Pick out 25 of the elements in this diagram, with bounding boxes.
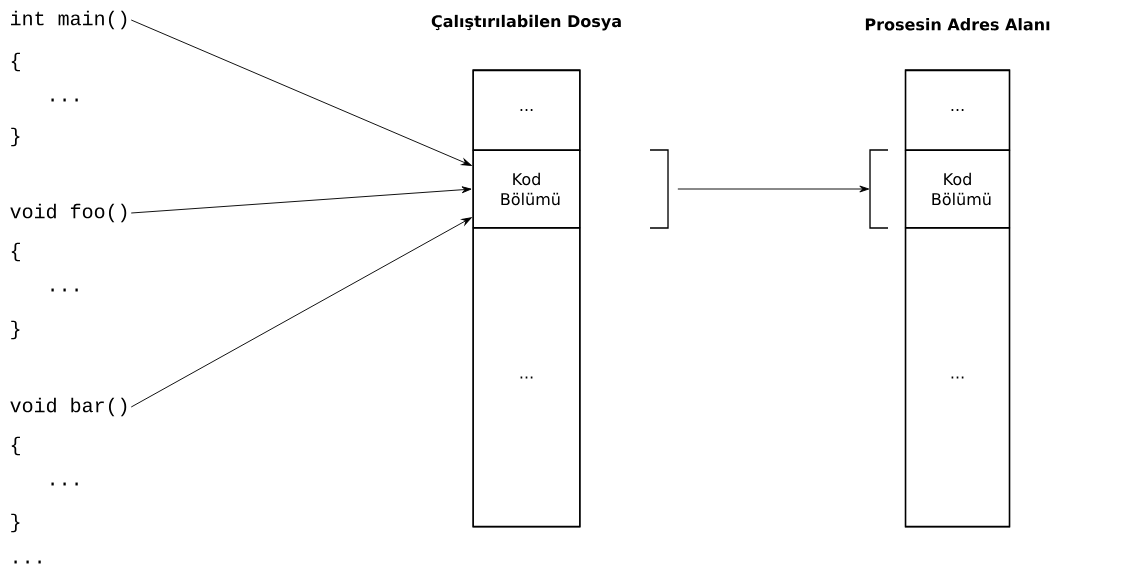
node-label: Çalıştırılabilen Dosya [431, 14, 621, 31]
arrow [677, 185, 870, 193]
memory-section: ... [904, 69, 1011, 151]
memory-section: ... [904, 227, 1011, 528]
arrow [130, 186, 472, 214]
arrow [130, 217, 472, 408]
memory-section: Kod Bölümü [869, 149, 1011, 229]
code-line: } [11, 513, 20, 533]
code-line: ... [51, 98, 78, 102]
function-signature: void foo() [10, 203, 127, 223]
memory-section: Kod Bölümü [472, 149, 669, 229]
function-signature: void bar() [10, 397, 127, 417]
code-line: { [11, 242, 20, 262]
code-line: { [11, 436, 20, 456]
code-line: ... [51, 482, 78, 486]
memory-section: ... [472, 69, 581, 151]
code-line: { [11, 52, 20, 72]
arrow [130, 19, 472, 166]
memory-section: ... [472, 227, 581, 528]
code-line: } [11, 320, 20, 340]
code-line: ... [51, 288, 78, 292]
code-line: } [11, 127, 20, 147]
code-line: ... [14, 560, 41, 564]
function-signature: int main() [11, 10, 127, 30]
node-label: Prosesin Adres Alanı [865, 18, 1050, 31]
